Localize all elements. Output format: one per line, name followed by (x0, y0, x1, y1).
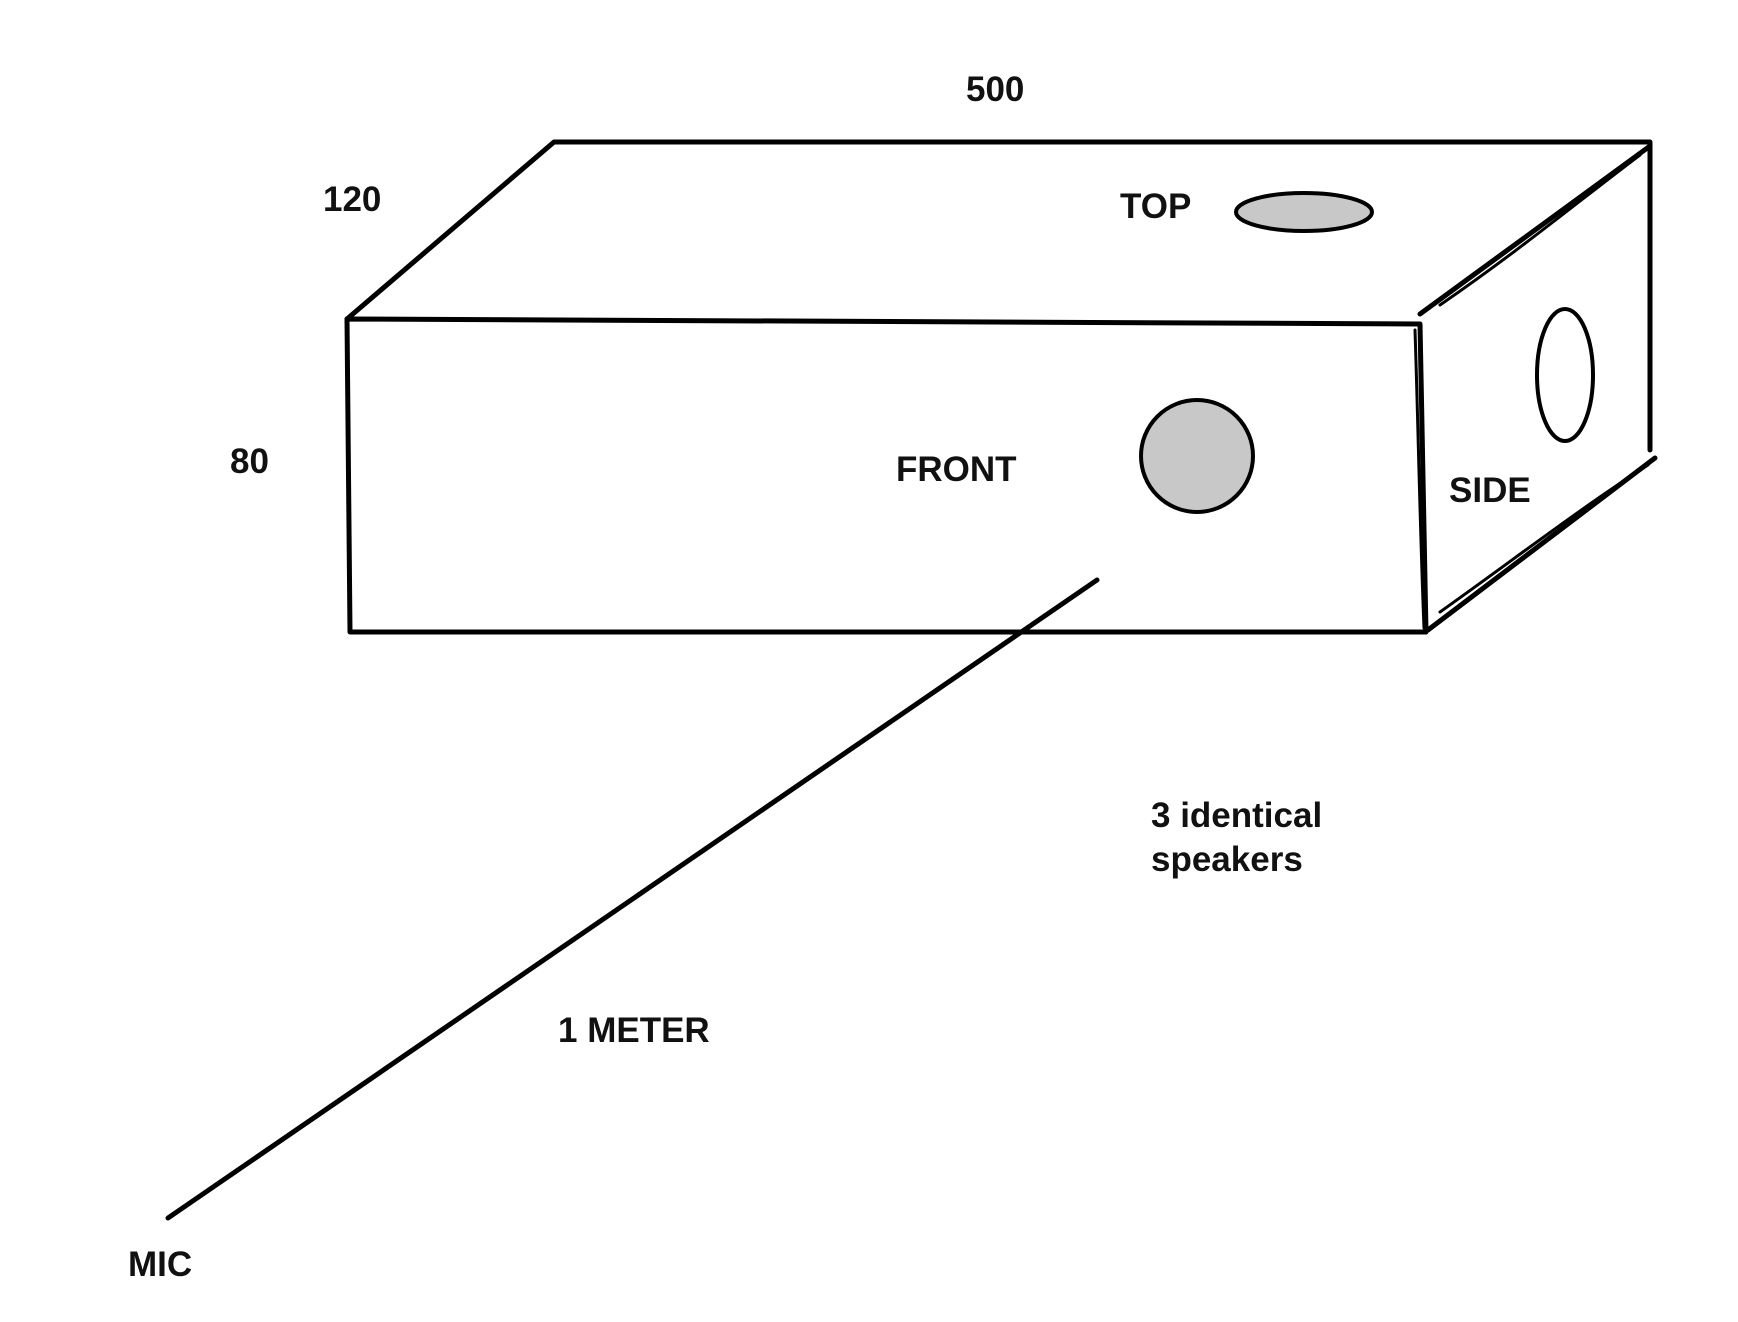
front-face (344, 316, 1429, 635)
mic-distance-line (165, 577, 1100, 1221)
depth-label: 120 (323, 180, 381, 219)
front-speaker (1139, 398, 1255, 514)
side-speaker (1535, 307, 1595, 443)
length-label: 500 (966, 70, 1024, 109)
top-label: TOP (1120, 187, 1191, 226)
front-label: FRONT (896, 450, 1017, 489)
speakers-label-line2: speakers (1151, 840, 1303, 879)
height-label: 80 (230, 442, 269, 481)
side-label: SIDE (1449, 471, 1531, 510)
front-right-edge-sketch (1413, 328, 1426, 630)
top-right-edge (1417, 143, 1653, 317)
side-face-sketch-line-bottom (1438, 463, 1650, 614)
distance-label: 1 METER (558, 1011, 710, 1050)
top-face-edges (344, 139, 1653, 453)
top-speaker (1234, 191, 1374, 233)
box-outline (344, 139, 1658, 635)
speakers-label-line1: 3 identical (1151, 796, 1322, 835)
side-face-sketch-line (1438, 153, 1642, 307)
mic-label: MIC (128, 1245, 192, 1284)
